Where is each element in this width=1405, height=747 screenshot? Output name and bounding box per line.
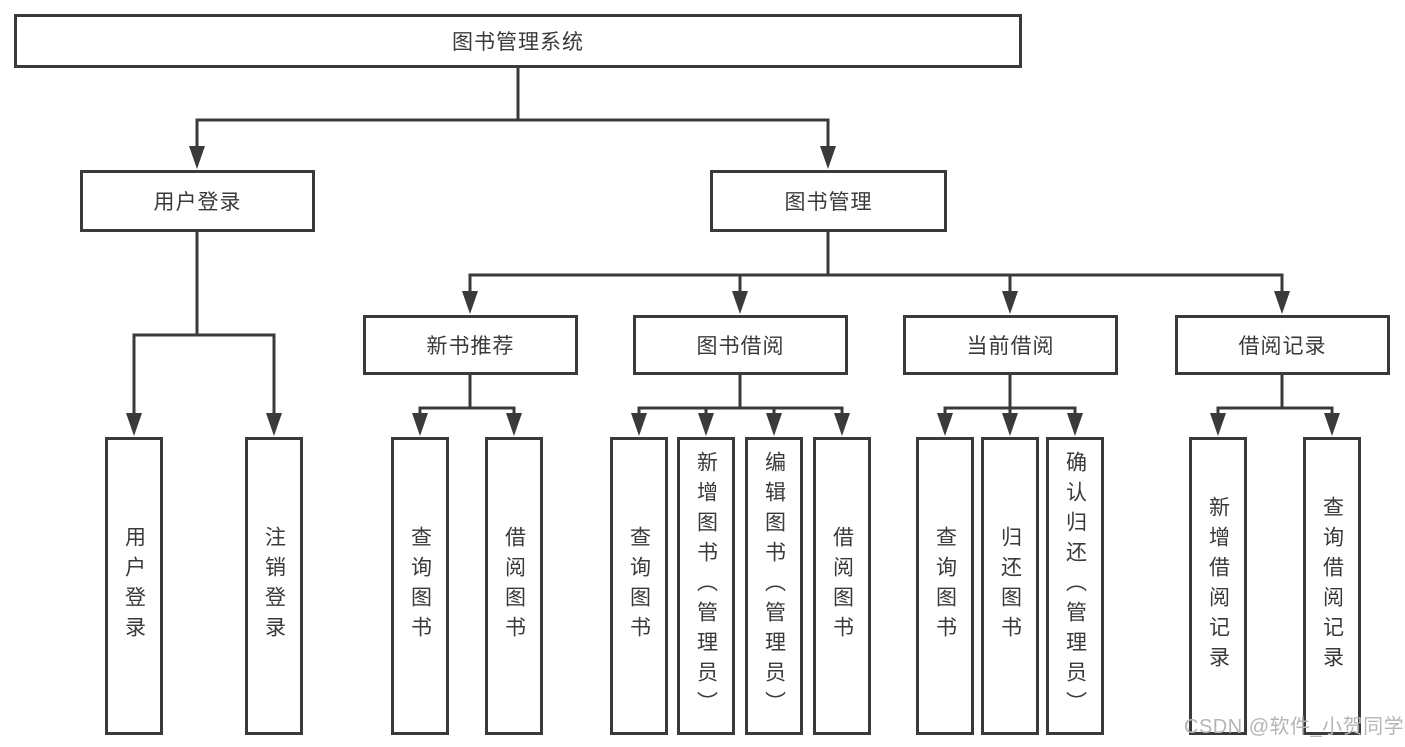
node-add-borrow-record: 新增借阅记录 [1189,437,1247,735]
node-root: 图书管理系统 [14,14,1022,68]
node-query-book-c: 查询图书 [916,437,974,735]
node-book-mgmt: 图书管理 [710,170,947,232]
node-query-borrow-record: 查询借阅记录 [1303,437,1361,735]
node-edit-book: 编辑图书（管理员） [745,437,803,735]
node-book-borrow: 图书借阅 [633,315,848,375]
node-add-book: 新增图书（管理员） [677,437,735,735]
node-query-book-b: 查询图书 [610,437,668,735]
node-logout: 注销登录 [245,437,303,735]
node-return-book: 归还图书 [981,437,1039,735]
node-user-login: 用户登录 [80,170,315,232]
node-borrow-book-b: 借阅图书 [813,437,871,735]
node-new-book-rec: 新书推荐 [363,315,578,375]
node-borrow-book-a: 借阅图书 [485,437,543,735]
node-confirm-return: 确认归还（管理员） [1046,437,1104,735]
watermark: CSDN @软件_小贺同学 [1184,716,1405,738]
node-query-book-a: 查询图书 [391,437,449,735]
node-current-borrow: 当前借阅 [903,315,1118,375]
node-borrow-record: 借阅记录 [1175,315,1390,375]
node-user-login-leaf: 用户登录 [105,437,163,735]
